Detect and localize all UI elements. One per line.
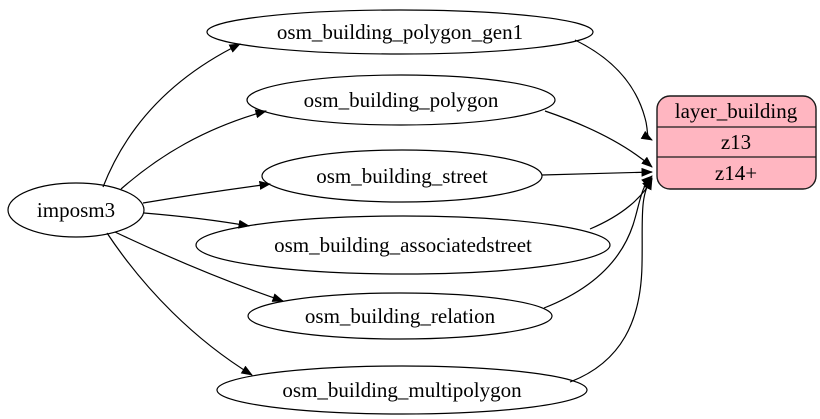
edge-multipolygon-to-z14 [569,177,653,383]
multipolygon-label: osm_building_multipolygon [282,378,522,402]
imposm3-label: imposm3 [37,198,115,222]
relation-label: osm_building_relation [305,304,496,328]
layer-building-title: layer_building [675,99,798,123]
node-osm-building-associatedstreet: osm_building_associatedstreet [195,215,611,275]
node-osm-building-street: osm_building_street [261,149,543,203]
layer-building-box [656,95,817,190]
layer-building-row-z13: z13 [721,130,751,154]
layer-building-row-z14: z14+ [715,161,757,185]
edge-imposm3-to-polygon-gen1 [102,43,241,188]
node-osm-building-relation: osm_building_relation [247,292,553,340]
edge-imposm3-to-street [142,180,271,204]
imposm3-ellipse [7,182,145,238]
polygon-gen1-ellipse [206,9,594,55]
node-osm-building-polygon-gen1: osm_building_polygon_gen1 [206,9,594,55]
associatedstreet-ellipse [195,215,611,275]
edge-imposm3-to-multipolygon [106,232,253,376]
polygon-gen1-label: osm_building_polygon_gen1 [277,20,523,44]
associatedstreet-label: osm_building_associatedstreet [274,233,532,257]
multipolygon-ellipse [216,365,588,415]
node-osm-building-polygon: osm_building_polygon [246,74,556,126]
relation-ellipse [247,292,553,340]
node-imposm3: imposm3 [7,182,145,238]
polygon-label: osm_building_polygon [304,88,499,112]
edge-imposm3-to-relation [114,231,284,302]
edge-imposm3-to-associatedstreet [143,212,250,229]
node-layer-building: layer_building z13 z14+ [656,95,817,190]
edge-imposm3-to-polygon [120,109,267,190]
polygon-ellipse [246,74,556,126]
edge-polygon-gen1-to-z13 [574,39,653,141]
street-label: osm_building_street [316,164,488,188]
node-osm-building-multipolygon: osm_building_multipolygon [216,365,588,415]
edge-polygon-to-z14 [544,110,653,168]
street-ellipse [261,149,543,203]
edge-street-to-z14 [541,167,653,177]
edge-relation-to-z14 [543,175,653,309]
